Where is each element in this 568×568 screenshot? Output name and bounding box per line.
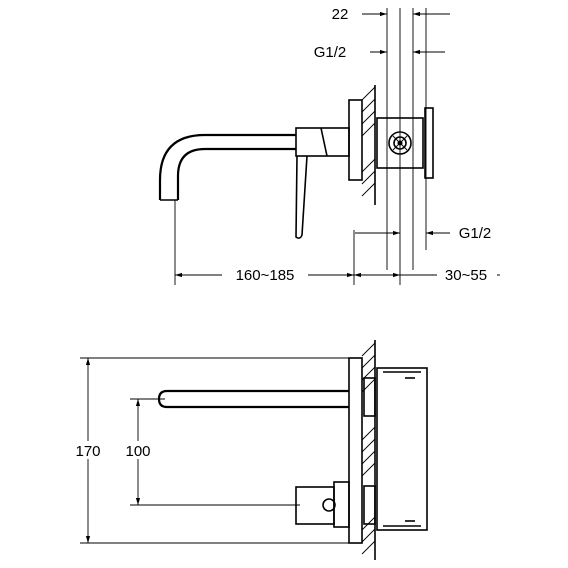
dim-thread-bottom-label: G1/2 (459, 225, 492, 242)
dim-spout-length-label: 160~185 (236, 267, 295, 284)
top-wall (361, 85, 376, 205)
dim-wall-depth-label: 22 (332, 6, 349, 23)
dim-wall-range: 30~55 (354, 262, 500, 284)
top-faucet-body (295, 127, 350, 239)
dim-spout-height-label: 100 (125, 443, 150, 460)
top-extension-lines (174, 8, 427, 285)
top-spout (158, 133, 296, 201)
front-spout (157, 389, 349, 409)
dim-spout-length: 160~185 (175, 262, 354, 284)
valve-body (376, 107, 434, 179)
dim-total-height: 170 (70, 358, 106, 543)
dim-spout-height: 100 (120, 399, 156, 505)
dim-total-height-label: 170 (75, 443, 100, 460)
front-valve-box (363, 367, 428, 531)
dim-thread-top-label: G1/2 (314, 44, 347, 61)
front-view: 170 100 (70, 340, 428, 560)
front-handle (295, 481, 350, 528)
dim-thread-bottom: G1/2 (355, 225, 491, 242)
top-view: 22 G1/2 G1/2 160~185 30~55 (158, 6, 500, 285)
dim-wall-range-label: 30~55 (445, 267, 487, 284)
dim-wall-depth: 22 (332, 6, 450, 23)
top-cover-plate (348, 99, 363, 181)
front-wall (361, 340, 376, 560)
front-extension-lines (80, 357, 362, 544)
front-cover-plate (348, 357, 363, 544)
dim-thread-top: G1/2 (314, 44, 445, 61)
